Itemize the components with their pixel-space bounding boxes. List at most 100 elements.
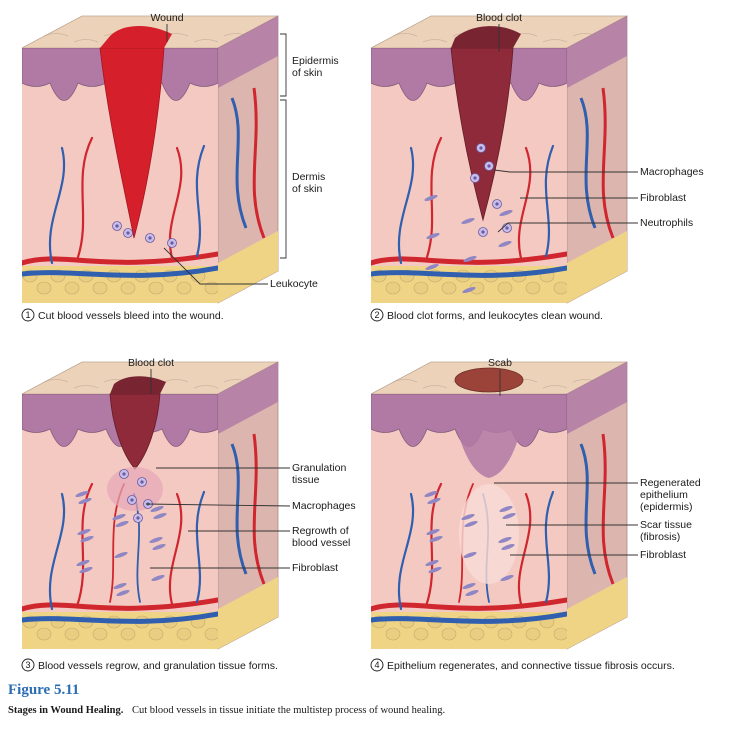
side-epidermis: [218, 362, 278, 434]
capillary-artery: [75, 482, 94, 608]
capillary-artery: [424, 482, 443, 608]
blood-vessels: [22, 136, 218, 278]
side-fat: [218, 231, 278, 303]
side-epidermis: [567, 16, 627, 88]
fibroblast: [79, 566, 93, 574]
side-epidermis: [218, 16, 278, 88]
figure-title: Figure 5.11: [8, 682, 80, 698]
step-caption: Epithelium regenerates, and connective t…: [387, 660, 675, 672]
capillary-vein: [48, 146, 66, 265]
top-label: Blood clot: [128, 357, 174, 369]
structure-label: Macrophages: [292, 500, 356, 512]
leader-line: [497, 222, 638, 233]
fibroblast: [80, 535, 94, 543]
blood-vessels: [22, 482, 218, 624]
fibroblast: [152, 543, 166, 551]
fibroblast: [461, 513, 475, 521]
capillary-vein: [397, 492, 415, 611]
step-number-badge: [370, 658, 384, 672]
leader-line: [280, 99, 287, 259]
fibroblast: [114, 551, 128, 559]
artery: [22, 597, 218, 612]
wound-bleeding: [99, 47, 165, 239]
step-number-badge: [21, 308, 35, 322]
step-caption: Blood vessels regrow, and granulation ti…: [38, 660, 278, 672]
tissue-front-face: [22, 394, 218, 649]
regenerated-epithelium: [451, 396, 527, 478]
step-number: 3: [25, 660, 30, 670]
structure-label: Fibroblast: [640, 192, 686, 204]
scab: [454, 367, 524, 393]
fibroblast-cells: [424, 490, 516, 597]
side-artery: [601, 87, 615, 239]
side-vein: [579, 97, 597, 229]
fibroblast: [150, 505, 164, 513]
side-fat: [567, 577, 627, 649]
step-number: 1: [25, 310, 30, 320]
fibroblast: [502, 512, 516, 520]
leader-line: [493, 169, 638, 173]
structure-label: Scar tissue(fibrosis): [640, 519, 692, 543]
structure-label: Fibroblast: [640, 549, 686, 561]
wound-opening: [100, 25, 172, 48]
artery: [22, 251, 218, 266]
fibroblast: [115, 520, 129, 528]
capillary-artery: [517, 146, 532, 260]
leukocyte-cells: [112, 221, 177, 248]
step-caption: Cut blood vessels bleed into the wound.: [38, 310, 224, 322]
capillary-vein: [48, 492, 66, 611]
figure-caption-text: Cut blood vessels in tissue initiate the…: [131, 705, 446, 716]
step-number-badge: [21, 658, 35, 672]
structure-label: Neutrophils: [640, 217, 693, 229]
fibroblast: [112, 513, 126, 521]
fibroblast: [462, 286, 476, 294]
blood-clot-top: [451, 26, 521, 48]
fibroblast: [498, 240, 512, 248]
fibroblast: [429, 535, 443, 543]
fibroblast: [501, 543, 515, 551]
fibroblast: [424, 490, 438, 498]
fibroblast-cells: [424, 194, 513, 294]
artery: [371, 597, 567, 612]
leader-line: [145, 503, 291, 507]
capillary-vein: [195, 144, 206, 258]
leader-line: [280, 33, 287, 97]
step-number-badge: [370, 308, 384, 322]
step-number: 4: [374, 660, 379, 670]
fibroblast: [75, 490, 89, 498]
fibroblast: [465, 589, 479, 597]
capillary-artery: [168, 492, 183, 606]
fibroblast: [424, 194, 438, 202]
vein: [22, 611, 218, 624]
side-vein: [579, 443, 597, 575]
fibroblast: [500, 574, 514, 582]
vein: [22, 265, 218, 278]
fibroblast: [78, 497, 92, 505]
leukocyte-cells: [119, 469, 153, 523]
fibroblast: [151, 574, 165, 582]
fibroblast: [499, 505, 513, 513]
fibroblast: [149, 536, 163, 544]
side-epidermis: [567, 362, 627, 434]
side-artery: [252, 433, 266, 585]
step-number: 2: [374, 310, 379, 320]
top-label: Wound: [150, 12, 183, 24]
side-fat: [567, 231, 627, 303]
capillary-vein: [397, 146, 415, 265]
artery: [371, 251, 567, 266]
blood-clot: [450, 47, 514, 222]
panel-stage-2: Blood clotMacrophagesFibroblastNeutrophi…: [370, 12, 704, 322]
fibroblast: [463, 551, 477, 559]
capillary-vein: [544, 490, 555, 604]
side-vein: [230, 97, 248, 229]
fibroblast: [463, 255, 477, 263]
fibroblast: [77, 528, 91, 536]
structure-label: Leukocyte: [270, 278, 318, 290]
structure-label: Fibroblast: [292, 562, 338, 574]
